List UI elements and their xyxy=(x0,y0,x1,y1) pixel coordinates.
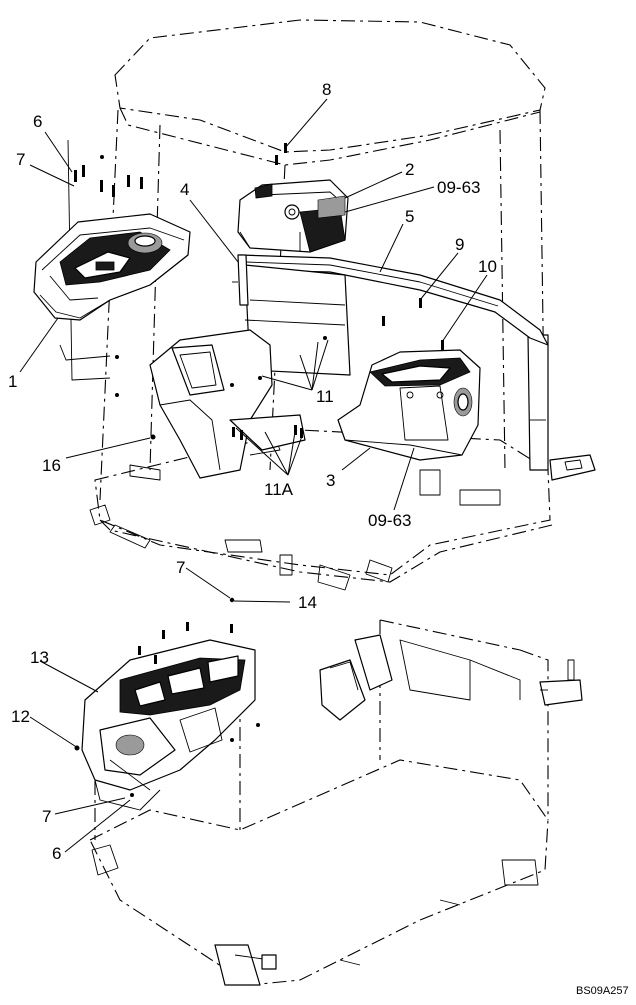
callout-13: 13 xyxy=(30,648,49,667)
cab-frame-lower xyxy=(89,619,583,986)
callout-7-mid: 7 xyxy=(176,558,185,577)
reference-code: BS09A257 xyxy=(576,985,629,997)
callout-9: 9 xyxy=(455,235,464,254)
callout-14: 14 xyxy=(298,593,317,612)
bracket-part-4 xyxy=(232,254,249,306)
pedestal-console xyxy=(149,329,306,479)
callout-4: 4 xyxy=(180,180,189,199)
callout-8: 8 xyxy=(322,80,331,99)
dash-panel-part-13 xyxy=(81,639,256,811)
callout-0963-top: 09-63 xyxy=(437,178,480,197)
callout-11: 11 xyxy=(316,387,334,406)
callout-2: 2 xyxy=(405,160,414,179)
callout-16: 16 xyxy=(42,456,61,475)
callout-7-bottom: 7 xyxy=(42,807,51,826)
callout-12: 12 xyxy=(11,707,30,726)
console-cover-part-2 xyxy=(237,179,349,253)
leader-lines xyxy=(19,98,488,853)
callout-10: 10 xyxy=(478,257,497,276)
callout-1: 1 xyxy=(8,372,17,391)
callout-5: 5 xyxy=(405,207,414,226)
callout-0963-bottom: 09-63 xyxy=(368,511,411,530)
callout-3: 3 xyxy=(326,471,335,490)
side-console-part-3 xyxy=(337,349,481,461)
cab-frame-upper xyxy=(59,19,596,591)
armrest-console-part-1 xyxy=(33,213,191,321)
callout-7-top: 7 xyxy=(16,150,25,169)
callout-11a: 11A xyxy=(264,480,294,499)
fasteners-lower xyxy=(74,597,260,797)
callout-6-top: 6 xyxy=(33,112,42,131)
callout-labels: 8 6 7 2 09-63 4 5 9 10 1 11 16 3 11A 09-… xyxy=(8,80,629,997)
callout-6-bottom: 6 xyxy=(52,844,61,863)
